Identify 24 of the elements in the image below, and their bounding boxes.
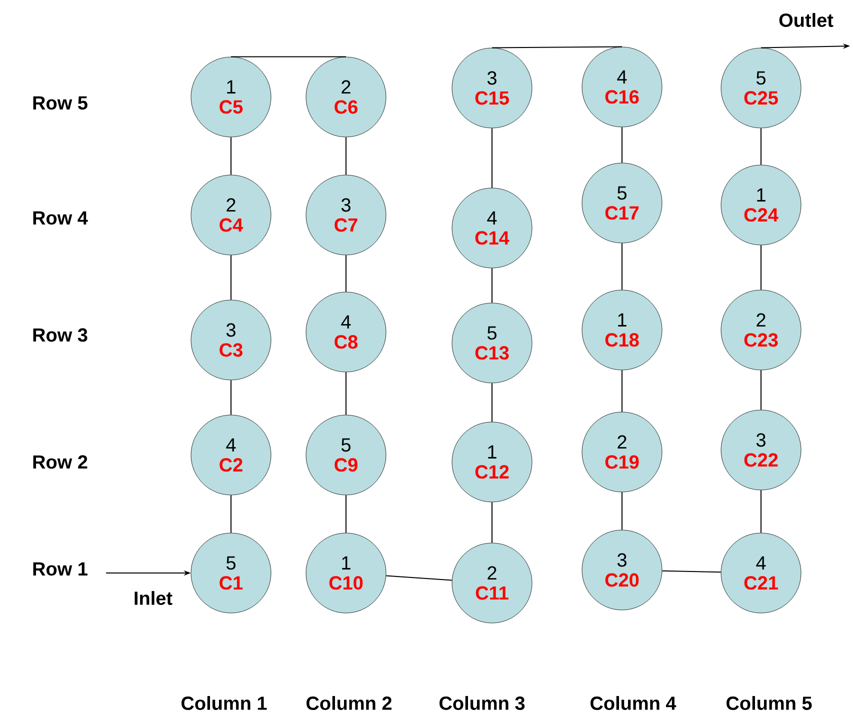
connector-line <box>230 136 232 176</box>
edge-label: Inlet <box>134 591 172 605</box>
connector-line <box>760 370 762 410</box>
column-label: Column 5 <box>726 696 812 710</box>
connector-line <box>230 494 232 534</box>
connector-line <box>760 128 762 166</box>
row-label: Row 3 <box>33 328 88 342</box>
connector-line <box>386 575 452 581</box>
connector-line <box>760 244 762 290</box>
connector-line <box>492 46 622 48</box>
column-label: Column 4 <box>590 696 676 710</box>
column-label: Column 1 <box>182 696 267 710</box>
row-label: Row 2 <box>33 455 88 469</box>
connector-line <box>230 254 232 300</box>
connector-line <box>760 490 762 534</box>
column-label: Column 2 <box>306 696 392 710</box>
column-label: Column 3 <box>440 696 525 710</box>
row-label: Row 1 <box>33 562 88 576</box>
row-label: Row 5 <box>33 96 88 110</box>
connector-line <box>662 570 722 573</box>
connector-line <box>230 380 232 416</box>
row-label: Row 4 <box>33 211 88 225</box>
connector-line <box>230 56 346 58</box>
edge-label: Outlet <box>779 13 834 27</box>
